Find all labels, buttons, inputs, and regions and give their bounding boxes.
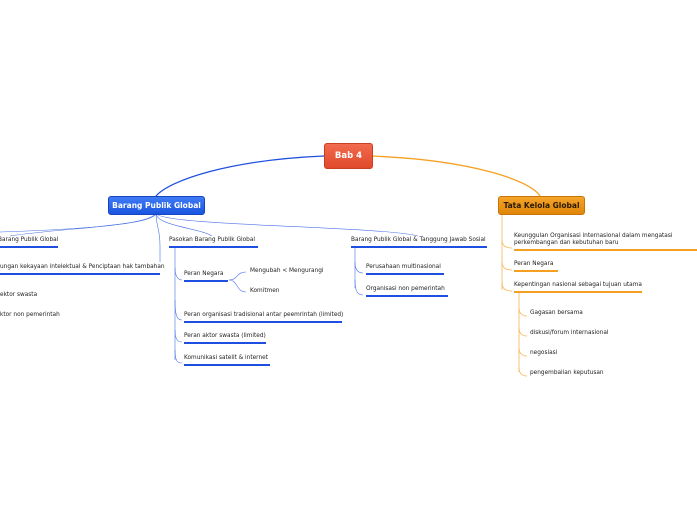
branch-barang-publik-global[interactable]: Barang Publik Global [108,196,205,215]
node-peran-negara-right[interactable]: Peran Negara [514,261,558,272]
node-peran-organisasi[interactable]: Peran organisasi tradisional antar peemr… [184,312,343,323]
node-tanggung-jawab[interactable]: Barang Publik Global & Tanggung Jawab So… [351,237,487,248]
connector-left-pasokan [155,212,213,237]
node-komitmen[interactable]: Komitmen [250,288,280,294]
connector-root-right [371,155,541,197]
node-hak-kekayaan-intelektual[interactable]: ungan kekayaan intelektual & Penciptaan … [0,264,165,275]
node-organisasi-non-pemerintah[interactable]: Organisasi non pemerintah [366,286,448,297]
node-peran-negara-left[interactable]: Peran Negara [184,271,228,282]
node-peran-aktor-swasta[interactable]: Peran aktor swasta (limited) [184,333,266,344]
node-gagasan[interactable]: Gagasan bersama [530,310,583,316]
node-keunggulan[interactable]: Keunggulan Organisasi internasional dala… [514,233,697,251]
node-perusahaan[interactable]: Perusahaan multinasional [366,264,444,275]
node-negosiasi[interactable]: negosiasi [530,350,558,356]
connector-root-left [155,155,325,197]
node-mengubah[interactable]: Mengubah < Mengurangi [250,268,324,274]
node-kepentingan[interactable]: Kepentingan nasional sebagai tujuan utam… [514,282,642,293]
node-sektor-swasta[interactable]: ektor swasta [0,292,38,298]
branch-tata-kelola-global[interactable]: Tata Kelola Global [498,196,585,215]
connector-left-child1 [9,212,157,237]
node-komunikasi[interactable]: Komunikasi satelit & internet [184,355,270,366]
connector-left-tanggung [155,212,419,237]
node-diskusi[interactable]: diskusi/forum internasional [530,330,609,336]
node-aktor-non-pemerintah[interactable]: ktor non pemerintah [0,312,60,318]
node-pengembalian-keputusan[interactable]: pengembalian keputusan [530,370,604,376]
node-pasokan[interactable]: Pasokan Barang Publik Global [169,237,258,248]
node-barang-publik-global[interactable]: Barang Publik Global [0,237,58,248]
root-node[interactable]: Bab 4 [324,143,373,169]
